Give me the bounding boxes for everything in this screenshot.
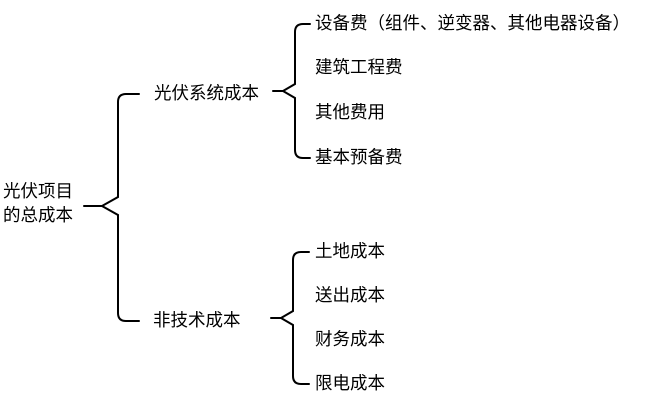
brace-branch2 (279, 251, 310, 385)
node-root-line2: 的总成本 (3, 206, 73, 226)
leaf-basic-reserve-cost: 基本预备费 (315, 148, 403, 168)
leaf-transmission-cost: 送出成本 (315, 286, 385, 306)
node-non-technical-cost: 非技术成本 (153, 311, 241, 331)
node-pv-system-cost: 光伏系统成本 (154, 84, 259, 104)
leaf-land-cost: 土地成本 (315, 242, 385, 262)
brace-root (99, 93, 140, 322)
leaf-other-expenses: 其他费用 (315, 103, 385, 123)
brace-branch1 (281, 23, 311, 159)
leaf-construction-cost: 建筑工程费 (315, 58, 403, 78)
leaf-financial-cost: 财务成本 (315, 330, 385, 350)
node-root-line1: 光伏项目 (3, 182, 73, 202)
node-root-total-cost: 光伏项目 的总成本 (3, 180, 87, 228)
leaf-equipment-cost: 设备费（组件、逆变器、其他电器设备） (315, 14, 630, 34)
leaf-curtailment-cost: 限电成本 (315, 374, 385, 394)
